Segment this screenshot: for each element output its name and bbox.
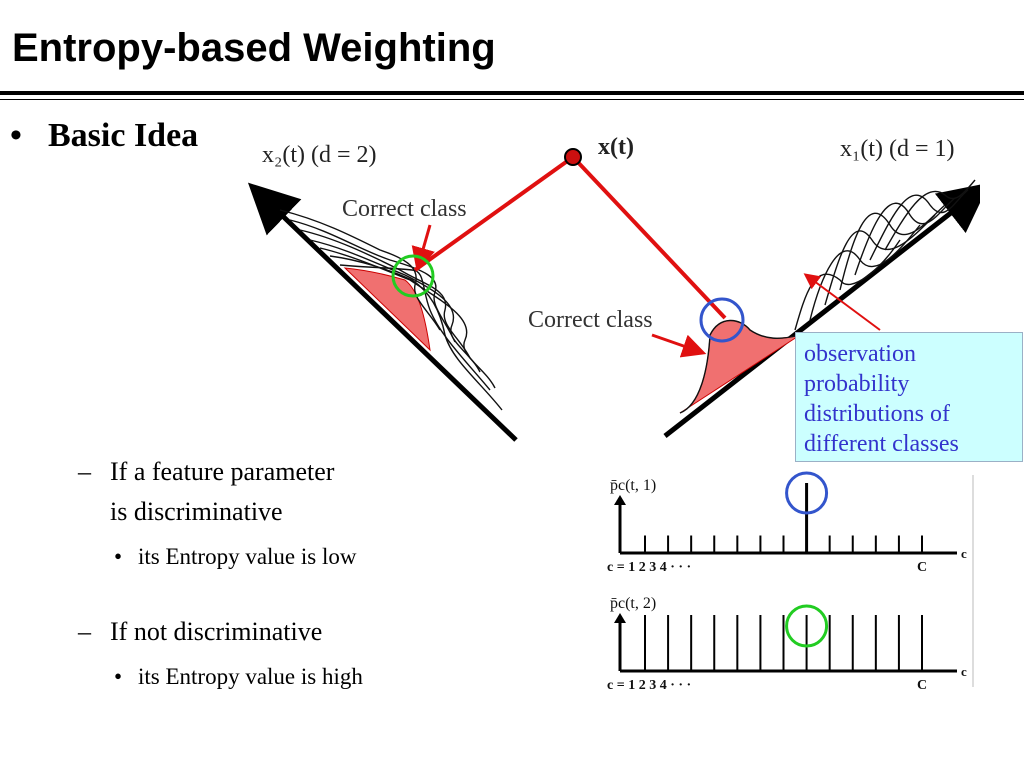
bullet-basic-idea-text: Basic Idea [48, 117, 199, 154]
correct-class-fill-right [679, 320, 801, 414]
item-1-line-2: is discriminative [110, 497, 283, 526]
bullet-dot: • [10, 117, 22, 154]
slide-title: Entropy-based Weighting [12, 26, 496, 70]
highlight-circle-green [391, 254, 435, 298]
projection-line-right [571, 155, 727, 320]
callout-line-2: probability [804, 371, 910, 397]
point-x-marker [564, 148, 582, 166]
distribution-curves-right [679, 179, 976, 414]
chart-1-tick-label-start: c = 1 2 3 4 · · · [607, 560, 691, 575]
callout-line-4: different classes [804, 431, 959, 457]
chart-1-xlabel: c [961, 546, 967, 561]
chart-1-highlight-circle [785, 471, 829, 515]
chart-1-y-axis-arrow [614, 495, 626, 505]
distribution-curves-left [279, 209, 503, 411]
correct-class-arrow-left [411, 224, 435, 272]
item-2-line-1: If not discriminative [110, 617, 323, 646]
callout-line-3: distributions of [804, 401, 951, 427]
axis-x2-label: x₂(t) (d = 2) [262, 142, 377, 168]
correct-class-label-right: Correct class [528, 307, 653, 333]
callout-box: observation probability distributions of… [795, 332, 1023, 462]
axis-x1 [663, 182, 980, 438]
correct-class-arrow-right [651, 333, 707, 358]
chart-2-tick-label-end: C [917, 678, 927, 690]
chart-2-xlabel: c [961, 664, 967, 679]
dash-icon: – [78, 457, 91, 486]
chart-1-ylabel: p̄c(t, 1) [610, 477, 656, 494]
projection-line-left [413, 155, 575, 272]
callout-line-1: observation [804, 341, 916, 367]
sub-bullet-icon: • [114, 544, 123, 569]
callout-pointer [803, 273, 881, 331]
dash-icon: – [78, 617, 91, 646]
chart-2-highlight-circle [785, 604, 829, 648]
chart-2-tick-label-start: c = 1 2 3 4 · · · [607, 678, 691, 690]
item-1-line-1: If a feature parameter [110, 457, 335, 486]
axis-x1-label: x₁(t) (d = 1) [840, 136, 955, 162]
correct-class-label-left: Correct class [342, 196, 467, 222]
sub-bullet-icon: • [114, 664, 123, 689]
feature-space-diagram: x₂(t) (d = 2) x(t) x₁(t) (d = 1) Correct… [247, 134, 980, 442]
chart-1-tick-label-end: C [917, 560, 927, 575]
bullet-basic-idea: • Basic Idea [10, 117, 198, 155]
correct-class-fill-left [343, 267, 431, 352]
title-rule-thin [0, 99, 1024, 100]
item-1-sub: its Entropy value is low [138, 544, 357, 569]
title-rule-thick [0, 91, 1024, 95]
chart-2-ylabel: p̄c(t, 2) [610, 595, 656, 612]
chart-2-y-axis-arrow [614, 613, 626, 623]
probability-bar-charts: p̄c(t, 1) c c = 1 2 3 4 · · · Cp̄c(t, 2) c c … [607, 471, 974, 690]
point-label: x(t) [598, 134, 634, 160]
axis-x2 [247, 182, 518, 442]
item-2-sub: its Entropy value is high [138, 664, 363, 689]
highlight-circle-blue [699, 297, 745, 343]
